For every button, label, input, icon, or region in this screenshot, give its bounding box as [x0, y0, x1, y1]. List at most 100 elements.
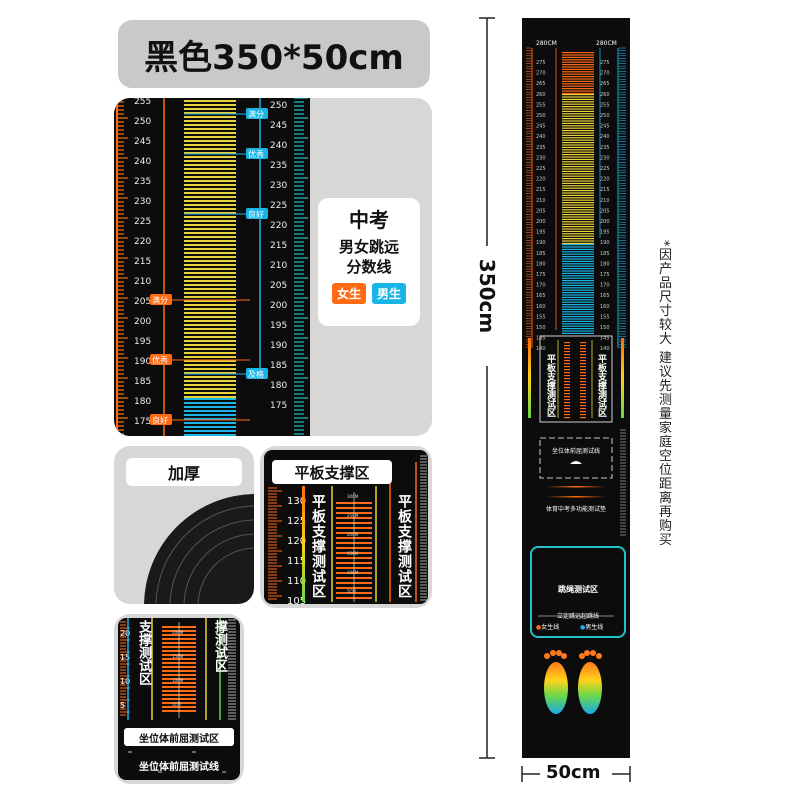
- zoom-left-ruler-line: [116, 98, 118, 436]
- mat-plank-dash: [564, 381, 570, 383]
- zoom-yellow-dash: [184, 248, 236, 250]
- plank-col2-label: 平板支撑测试区: [396, 494, 412, 599]
- mat-plank-dash: [580, 393, 586, 395]
- mat-plank-dash: [580, 384, 586, 386]
- mat-center-dash: [562, 253, 594, 255]
- mat-center-dash: [562, 248, 594, 250]
- mat-right-tick-label: 145: [600, 336, 610, 342]
- zoom-left-tick-label: 180: [134, 397, 151, 407]
- mat-left-tick-label: 225: [536, 166, 546, 172]
- mat-plank-dash: [580, 372, 586, 374]
- mat-plank-dash: [580, 387, 586, 389]
- mat-plank-dash: [564, 375, 570, 377]
- sit-mini-label: 10CM: [172, 678, 184, 683]
- mat-center-dash: [562, 313, 594, 315]
- mat-plank-dash: [580, 396, 586, 398]
- zoom-left-tick-label: 185: [134, 377, 151, 387]
- mat-center-dash: [562, 76, 594, 78]
- mat-plank-dash: [564, 348, 570, 350]
- zoom-left-tick-label: 195: [134, 337, 151, 347]
- zoom-yellow-dash: [184, 316, 236, 318]
- mat-plank-dash: [580, 378, 586, 380]
- zoom-yellow-dash: [184, 340, 236, 342]
- mat-center-dash: [562, 190, 594, 192]
- mat-center-dash: [562, 194, 594, 196]
- mat-right-tick-label: 170: [600, 283, 610, 289]
- height-dimension-line: [479, 17, 495, 759]
- plank-mini-label: 20CM: [347, 532, 359, 537]
- mat-plank-dash: [580, 390, 586, 392]
- mat-center-dash: [562, 139, 594, 141]
- mat-center-dash: [562, 289, 594, 291]
- plank-tick-label: 130: [287, 496, 306, 507]
- mat-center-dash: [562, 256, 594, 258]
- mat-center-dash: [562, 204, 594, 206]
- mat-center-dash: [562, 113, 594, 115]
- plank-mini-label: 10CM: [347, 570, 359, 575]
- mat-right-tick-label: 250: [600, 113, 610, 119]
- zoom-left-tick-label: 230: [134, 197, 151, 207]
- mat-center-dash: [562, 85, 594, 87]
- mat-right-tick-label: 270: [600, 71, 610, 77]
- width-dimension-line: [521, 766, 631, 782]
- zoom-right-tick-label: 220: [270, 221, 287, 231]
- mat-center-dash: [562, 88, 594, 90]
- mat-center-dash: [562, 292, 594, 294]
- zoom-blue-dash: [184, 422, 236, 424]
- mat-plank-dash: [564, 396, 570, 398]
- mat-right-tick-label: 200: [600, 219, 610, 225]
- mat-plank-dash: [564, 384, 570, 386]
- zoom-yellow-dash: [184, 236, 236, 238]
- zoom-right-tick-label: 180: [270, 381, 287, 391]
- mat-plank-dash: [580, 363, 586, 365]
- mat-center-dash: [562, 64, 594, 66]
- zoom-yellow-dash: [184, 224, 236, 226]
- mat-plank-col2: 平板支撑测试区: [596, 354, 606, 417]
- mat-plank-dash: [580, 348, 586, 350]
- zoom-blue-dash: [184, 418, 236, 420]
- mat-left-tick-label: 150: [536, 325, 546, 331]
- zoom-yellow-dash: [184, 280, 236, 282]
- zoom-female-mark-label: 良好: [152, 415, 168, 425]
- mat-plank-dash: [564, 390, 570, 392]
- mat-center-dash: [562, 92, 594, 94]
- mat-center-dash: [562, 284, 594, 286]
- zoom-female-mark-label: 满分: [152, 295, 168, 305]
- mat-center-dash: [562, 73, 594, 75]
- mat-center-dash: [562, 103, 594, 105]
- mat-center-dash: [562, 265, 594, 267]
- mat-right-gradient: [621, 338, 624, 418]
- mat-left-tick-label: 160: [536, 304, 546, 310]
- product-title-box: 黑色350*50cm: [118, 20, 430, 88]
- mat-center-dash: [562, 54, 594, 56]
- mat-plank-dash: [564, 351, 570, 353]
- zoom-female-mark-box: [150, 354, 172, 365]
- zoom-yellow-dash: [184, 328, 236, 330]
- mat-center-dash: [562, 56, 594, 58]
- zoom-left-tick-label: 190: [134, 357, 151, 367]
- mat-center-dash: [562, 238, 594, 240]
- zoom-yellow-dash: [184, 232, 236, 234]
- mat-plank-dash: [564, 417, 570, 419]
- zoom-yellow-dash: [184, 188, 236, 190]
- zoom-right-tick-label: 175: [270, 401, 287, 411]
- mat-center-dash: [562, 206, 594, 208]
- shoe-icon: [570, 461, 582, 464]
- mat-center-dash: [562, 110, 594, 112]
- info-line2: 分数线: [346, 258, 392, 276]
- zoom-right-tick-label: 215: [270, 241, 287, 251]
- mat-plank-dash: [564, 345, 570, 347]
- mat-right-tick-label: 230: [600, 155, 610, 161]
- zoom-right-tick-label: 230: [270, 181, 287, 191]
- sit-mini-label: 5CM: [172, 702, 181, 707]
- mat-left-tick-label: 270: [536, 71, 546, 77]
- zoom-yellow-dash: [184, 308, 236, 310]
- footprints-icon: [544, 650, 602, 714]
- mat-center-dash: [562, 146, 594, 148]
- zoom-yellow-dash: [184, 380, 236, 382]
- zoom-yellow-dash: [184, 160, 236, 162]
- mat-center-dash: [562, 294, 594, 296]
- zoom-yellow-dash: [184, 184, 236, 186]
- zoom-male-mark-box: [246, 108, 268, 119]
